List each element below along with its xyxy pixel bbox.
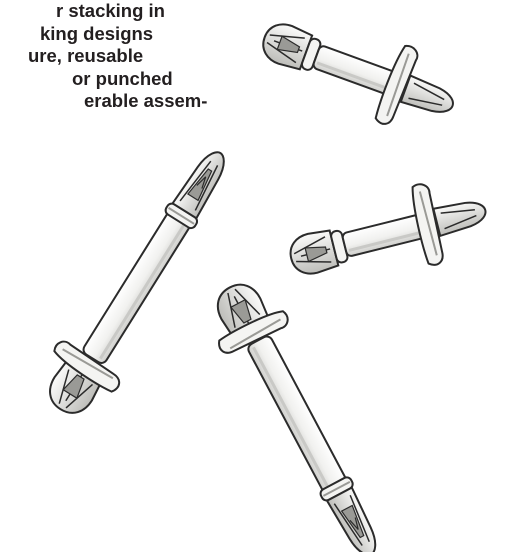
spacer-bottom: [195, 268, 406, 552]
body-text-fragment: r stacking in king designs ure, reusable…: [0, 0, 216, 113]
text-line-5: erable assem-: [84, 90, 208, 111]
spacer-middle-right: [279, 168, 497, 300]
text-line-1: r stacking in: [56, 0, 165, 21]
spacer-long-left: [27, 131, 254, 431]
text-line-3: ure, reusable: [28, 45, 144, 66]
text-line-2: king designs: [40, 22, 154, 44]
text-line-4: or punched: [72, 67, 173, 89]
spacer-top-right: [249, 0, 469, 146]
